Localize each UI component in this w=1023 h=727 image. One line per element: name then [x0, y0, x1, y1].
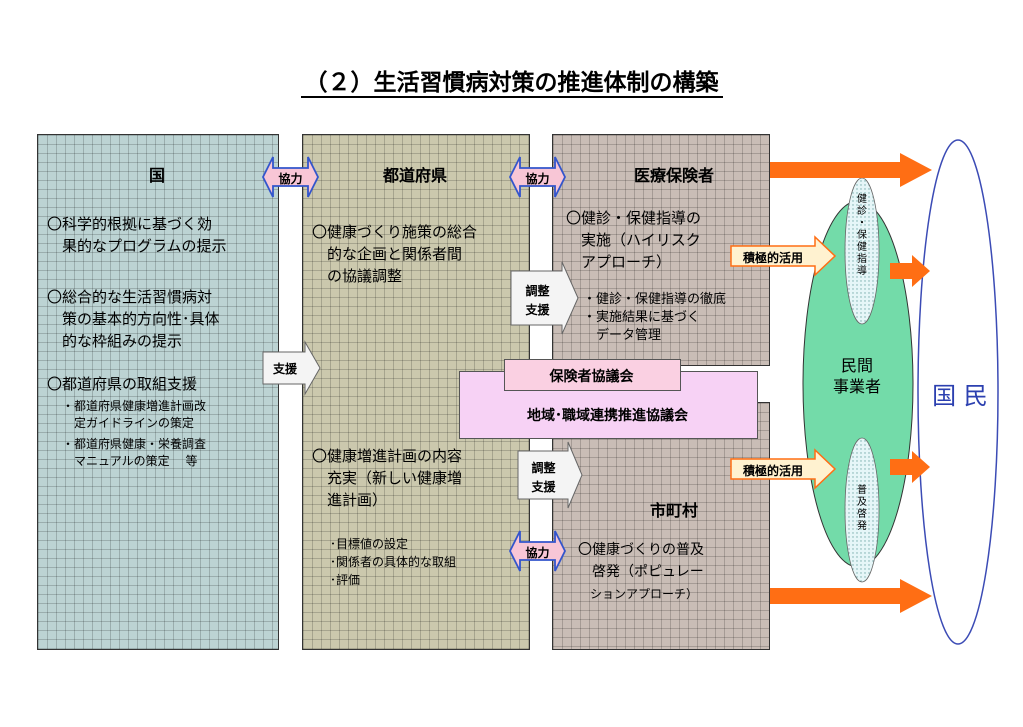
kuni-title: 国 — [148, 166, 165, 185]
pref-item: 〇健康づくり施策の総合 — [312, 223, 478, 241]
insurer-sub: ・実施結果に基づく — [583, 310, 701, 325]
kuni-sub: 定ガイドラインの策定 — [62, 416, 195, 430]
orange-arrow-top — [770, 153, 932, 187]
insurer-item: 実施（ハイリスク — [566, 231, 701, 249]
active-use-label: 積極的活用 — [742, 464, 803, 478]
orange-arrow-bottom — [770, 579, 932, 613]
insurer-sub: ・健診・保健指導の徹底 — [583, 292, 727, 307]
kuni-item: 〇都道府県の取組支援 — [47, 375, 198, 393]
insurer-title: 医療保険者 — [633, 166, 714, 185]
active-use-arrow-1 — [730, 235, 837, 277]
page-title: （２）生活習慣病対策の推進体制の構築 — [0, 63, 1023, 98]
orange-arrow-mid2 — [890, 451, 930, 483]
city-item: 啓発（ポピュレー — [578, 564, 704, 580]
city-title: 市町村 — [649, 501, 698, 520]
kuni-item: 〇総合的な生活習慣病対 — [47, 288, 213, 306]
checkup-guidance-label: 健診・保健指導 — [857, 194, 867, 277]
city-item: 〇健康づくりの普及 — [578, 542, 704, 558]
kuni-box — [37, 134, 279, 650]
support-arrow — [262, 340, 321, 396]
adjust-arrow-2 — [517, 441, 583, 509]
active-use-arrow-2 — [730, 448, 837, 490]
private-label: 民間 — [840, 356, 873, 375]
adjust-arrow-1 — [510, 261, 579, 335]
insurer-council-box — [504, 359, 681, 391]
private-label: 事業者 — [832, 377, 881, 396]
nation-label: 国 民 — [932, 382, 988, 410]
kuni-item: 果的なプログラムの提示 — [47, 237, 227, 255]
insurer-item: アプローチ） — [566, 253, 672, 271]
kuni-sub: マニュアルの策定 等 — [62, 454, 198, 468]
coop-label: 協力 — [525, 546, 550, 560]
coop-label: 協力 — [278, 172, 303, 186]
adjust-label: 支援 — [525, 303, 550, 317]
adjust-label: 調整 — [531, 461, 556, 475]
city-item: ションアプローチ） — [578, 587, 699, 601]
orange-arrow-mid1 — [890, 255, 930, 287]
insurer-item: 〇健診・保健指導の — [566, 209, 702, 227]
pref-item: の協議調整 — [312, 267, 403, 285]
pref-sub: ･関係者の具体的な取組 — [330, 555, 457, 569]
kuni-item: 〇科学的根拠に基づく効 — [47, 215, 213, 233]
kuni-item: 策の基本的方向性･具体 — [47, 310, 220, 328]
kuni-sub: ・都道府県健康増進計画改 — [62, 399, 207, 413]
pref-title: 都道府県 — [382, 166, 447, 185]
insurer-council-label: 保険者協議会 — [549, 369, 634, 385]
coop-arrow-1 — [261, 156, 320, 198]
pref-item: 進計画） — [312, 491, 388, 509]
pref-item: 〇健康増進計画の内容 — [312, 447, 463, 465]
city-box — [552, 402, 770, 650]
pref-item: 充実（新しい健康増 — [312, 469, 463, 487]
support-label: 支援 — [272, 362, 297, 376]
pref-sub: ･評価 — [330, 573, 361, 587]
nation-ellipse — [917, 139, 999, 645]
coop-label: 協力 — [525, 172, 550, 186]
pref-item: 的な企画と関係者間 — [312, 245, 463, 263]
kuni-item: 的な枠組みの提示 — [47, 332, 183, 350]
awareness-label: 普及啓発 — [857, 485, 867, 532]
regional-council-label: 地域･職域連携推進協議会 — [527, 408, 688, 424]
insurer-sub: データ管理 — [583, 328, 662, 343]
coop-arrow-2 — [508, 156, 567, 198]
coop-arrow-3 — [508, 530, 567, 572]
adjust-label: 調整 — [525, 284, 550, 298]
active-use-label: 積極的活用 — [742, 251, 803, 265]
awareness-ellipse — [844, 437, 880, 583]
kuni-sub: ・都道府県健康・栄養調査 — [62, 437, 207, 451]
adjust-label: 支援 — [531, 480, 556, 494]
pref-sub: ･目標値の設定 — [330, 537, 409, 551]
